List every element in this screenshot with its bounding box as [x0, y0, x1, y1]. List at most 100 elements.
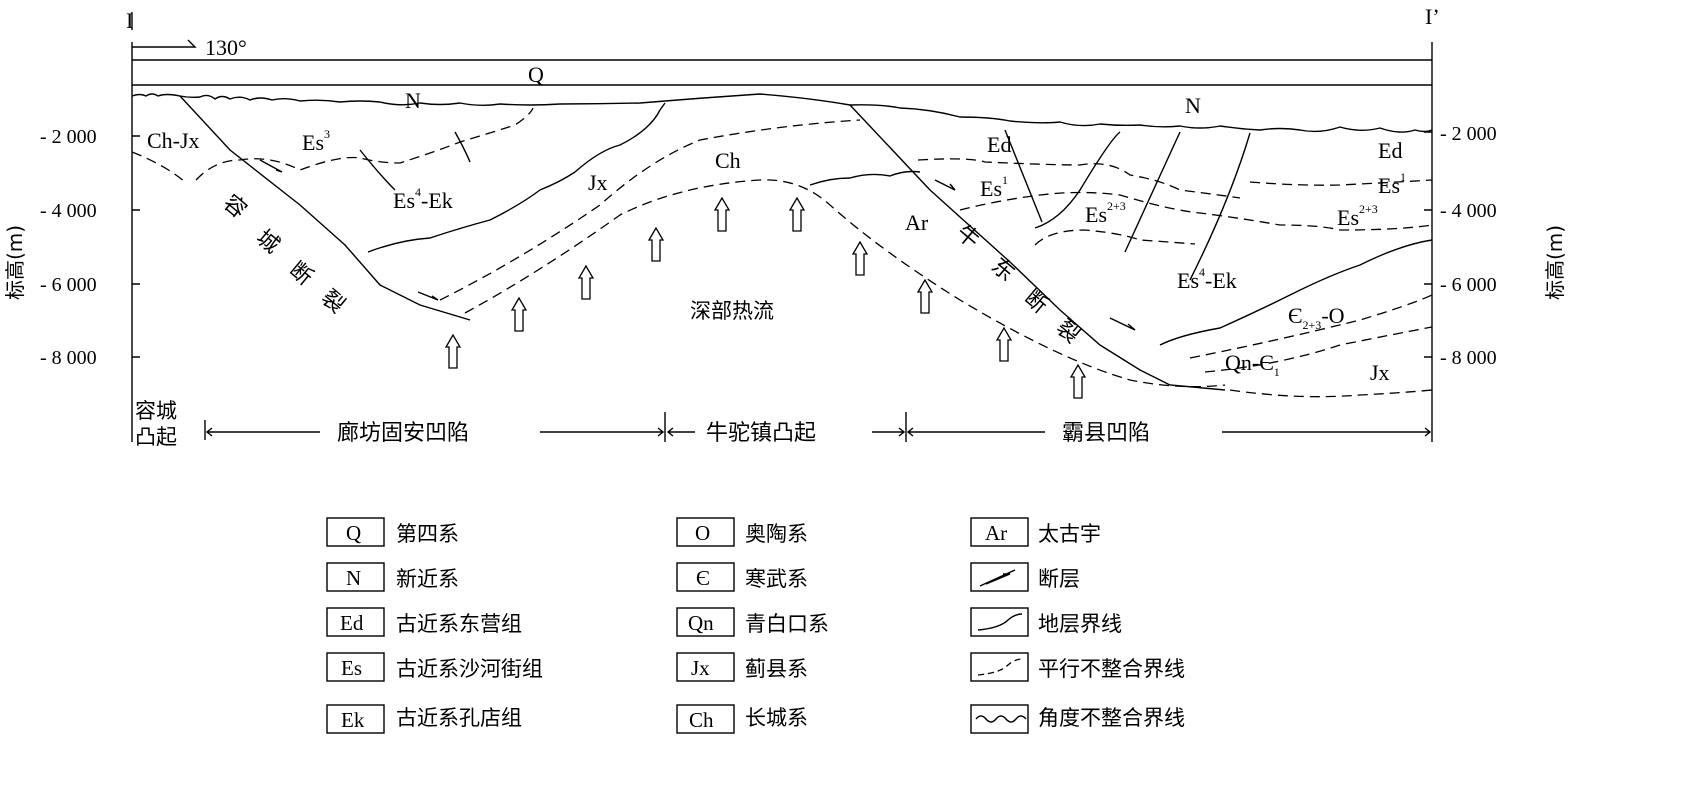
legend-item-cambrian-part: [676, 562, 735, 592]
legend-item-jx-part: Jx: [691, 656, 710, 680]
label-es3: Es3: [302, 127, 330, 155]
legend-item-fault: 断层: [970, 562, 1080, 592]
label-ch-jx: Ch-Jx: [147, 128, 200, 153]
label-cambrian-o-part: Є: [1288, 303, 1303, 328]
region-rongcheng-uplift: 凸起: [135, 425, 177, 449]
axis-ticks: [132, 131, 1432, 358]
label-es4-ek-part: -Ek: [1205, 268, 1237, 293]
solid-line-icon: [977, 613, 1023, 631]
label-es4-ek-part: Es: [1177, 268, 1199, 293]
left-tick-4000: - 4 000: [40, 200, 97, 222]
label-ch: Ch: [715, 148, 741, 173]
heat-flow-arrow-icon: [647, 226, 665, 262]
legend-item-ek-part: 古近系孔店组: [396, 706, 522, 730]
label-es23: Es2+3: [1085, 199, 1126, 227]
legend-item-angular-unconformity: 角度不整合界线: [970, 704, 1185, 734]
legend-item-o: O 奥陶系: [676, 517, 808, 547]
right-tick-4000: - 4 000: [1440, 200, 1497, 222]
legend-item-ar-part: [970, 517, 1029, 547]
legend-item-parallel-unconformity-part: 平行不整合界线: [1038, 657, 1185, 681]
legend-item-ek: Ek 古近系孔店组: [326, 704, 522, 734]
legend-item-ch-part: [676, 704, 735, 734]
es23-base: [1034, 229, 1196, 246]
fault-slip-arrow-icon: [259, 159, 283, 173]
right-tick-2000: - 2 000: [1440, 123, 1497, 145]
label-qn-c: Qn-Є1: [1225, 350, 1280, 379]
rongcheng-fault-label: 容 城 断 裂: [219, 190, 350, 318]
baxian-fault: [1004, 129, 1043, 223]
legend-item-ek-part: Ek: [341, 708, 365, 732]
wavy-line-icon: [975, 715, 1027, 723]
right-tick-6000: - 6 000: [1440, 274, 1497, 296]
legend-item-o-part: 奥陶系: [745, 522, 808, 546]
legend-item-qn-part: 青白口系: [745, 612, 829, 636]
legend-item-es-part: 古近系沙河街组: [396, 657, 543, 681]
label-n: N: [405, 88, 421, 113]
legend-item-ek-part: [326, 704, 385, 734]
label-es23-part: 2+3: [1107, 199, 1126, 213]
legend-item-fault-part: 断层: [1038, 567, 1080, 591]
label-qn-c-part: Qn-Є: [1225, 350, 1274, 375]
ch-jx-boundary: [131, 151, 186, 183]
fault-icon: [979, 569, 1016, 587]
label-es1-part: 1: [1400, 170, 1406, 184]
legend-item-n-part: 新近系: [396, 567, 459, 591]
label-ar: Ar: [905, 210, 929, 235]
label-es3-part: 3: [324, 127, 330, 141]
label-qn-c-part: 1: [1274, 365, 1280, 379]
legend-item-n: N 新近系: [326, 562, 459, 592]
heat-flow-arrow-icon: [510, 296, 528, 332]
legend-item-jx-part: [676, 652, 735, 682]
legend-item-o-part: O: [695, 521, 710, 545]
legend-item-parallel-unconformity: 平行不整合界线: [970, 652, 1185, 682]
label-es4-ek-part: -Ek: [421, 188, 453, 213]
section-start-label: I: [126, 8, 133, 33]
niudong-fault-label: 牛 东 断 裂: [952, 220, 1085, 348]
legend-item-jx-part: 蓟县系: [745, 657, 808, 681]
legend-item-cambrian-part: 寒武系: [745, 567, 808, 591]
legend-item-ed-part: Ed: [340, 611, 364, 635]
fault-slip-arrow-icon: [417, 291, 439, 301]
label-es4-ek: Es4-Ek: [1177, 265, 1237, 293]
azimuth-arrow-icon: [132, 39, 197, 48]
minor-fault: [454, 131, 471, 163]
legend-item-qn-part: [676, 607, 735, 637]
right-axis-title: 标高(m): [1543, 225, 1567, 300]
legend-item-n-part: N: [346, 566, 361, 590]
heat-flow-arrow-icon: [788, 196, 806, 232]
jx-top-boundary: [367, 102, 666, 253]
es3-es4-boundary: [195, 107, 534, 181]
region-dividers-part: [205, 427, 320, 437]
rongcheng-fault-label-part: 城: [252, 225, 285, 258]
label-es3-part: Es: [302, 130, 324, 155]
label-es1-part: 1: [1002, 173, 1008, 187]
baxian-fault: [1189, 132, 1251, 281]
legend-item-stratum-boundary: 地层界线: [970, 607, 1122, 637]
label-es1-part: Es: [980, 176, 1002, 201]
legend-item-ar-part: 太古宇: [1038, 522, 1101, 546]
jx-top-boundary-lower: [1204, 326, 1433, 373]
label-cambrian-o-part: 2+3: [1303, 318, 1322, 332]
qn-top-boundary: [1189, 294, 1433, 359]
azimuth-label: 130°: [205, 35, 247, 60]
niudong-fault-label-part: 断: [1020, 285, 1053, 318]
jx-base-boundary: [1229, 389, 1433, 398]
label-n: N: [1185, 93, 1201, 118]
label-es4-ek-part: 4: [415, 185, 421, 199]
region-dividers-part: [906, 427, 1045, 437]
ch-top-boundary: [439, 119, 861, 301]
fault-slip-arrow-icon: [1109, 317, 1136, 331]
label-es1-part: Es: [1378, 173, 1400, 198]
label-es4-ek-part: Es: [393, 188, 415, 213]
label-cambrian-o: Є2+3-O: [1288, 303, 1345, 332]
baxian-fault: [1034, 131, 1121, 229]
left-tick-6000: - 6 000: [40, 274, 97, 296]
legend-item-ch-part: 长城系: [745, 706, 808, 730]
region-dividers-part: [1222, 427, 1432, 437]
region-dividers-part: [872, 427, 906, 437]
